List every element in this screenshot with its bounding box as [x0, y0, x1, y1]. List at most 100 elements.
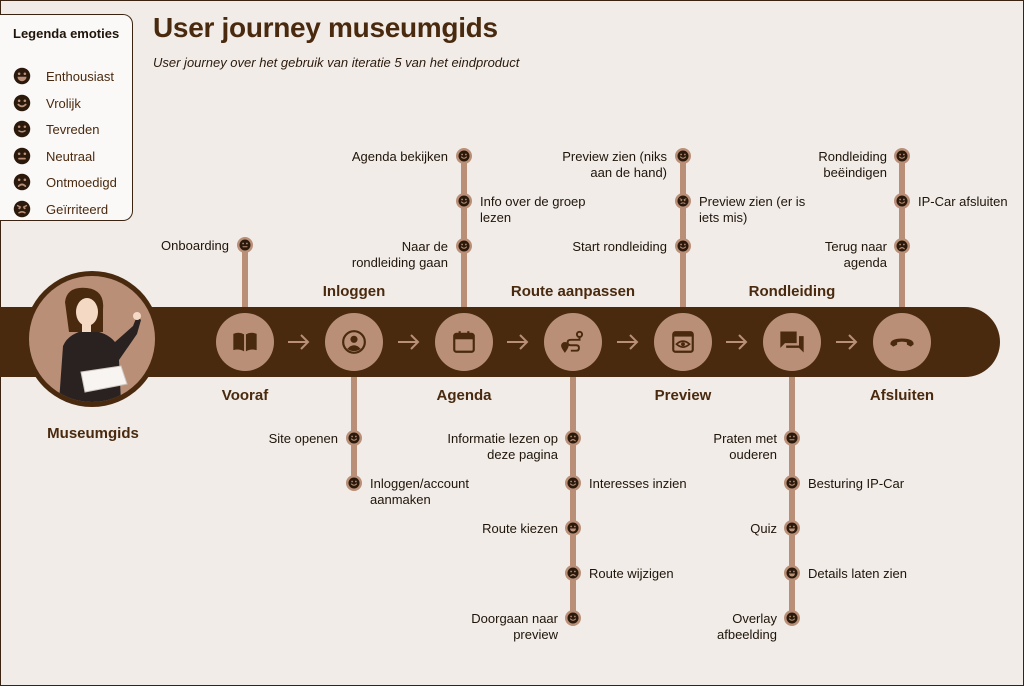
emotion-dot — [784, 565, 800, 581]
discouraged-face-icon — [13, 173, 31, 191]
neutral-face-icon — [239, 239, 251, 251]
stage-label-route: Route aanpassen — [510, 283, 636, 300]
arrow-right-icon — [398, 334, 420, 350]
arrow-right-icon — [726, 334, 748, 350]
discouraged-face-icon — [567, 567, 579, 579]
enthusiastic-face-icon — [13, 67, 31, 85]
emotion-legend: Legenda emoties Enthousiast Vrolijk Tevr… — [0, 14, 133, 221]
stem-route — [570, 365, 576, 618]
phone-hangup-icon — [890, 338, 914, 347]
emotion-dot — [565, 520, 581, 536]
legend-label: Tevreden — [46, 121, 100, 137]
satisfied-face-icon — [13, 120, 31, 138]
emotion-dot — [565, 610, 581, 626]
stem-afsluiten — [899, 156, 905, 316]
arrow-right-icon — [836, 334, 858, 350]
stage-label-afsluiten: Afsluiten — [869, 387, 935, 404]
happy-face-icon — [13, 94, 31, 112]
emotion-dot — [675, 148, 691, 164]
legend-title: Legenda emoties — [13, 26, 120, 41]
legend-item-irritated: Geïrriteerd — [13, 200, 108, 218]
step-label: Besturing IP-Car — [808, 476, 905, 491]
step-label: IP-Car afsluiten — [918, 194, 1008, 209]
stage-label-inloggen: Inloggen — [322, 283, 386, 300]
route-icon — [561, 330, 584, 353]
happy-face-icon — [896, 195, 908, 207]
stem-rondleiding — [789, 365, 795, 618]
emotion-dot — [237, 237, 253, 253]
legend-item-happy: Vrolijk — [13, 94, 81, 112]
discouraged-face-icon — [567, 432, 579, 444]
account-icon — [342, 330, 366, 354]
stage-label-preview: Preview — [654, 387, 712, 404]
step-label: Inloggen/account aanmaken — [370, 476, 470, 507]
emotion-dot — [894, 148, 910, 164]
emotion-dot — [675, 238, 691, 254]
stem-inloggen — [351, 365, 357, 483]
stem-preview — [680, 156, 686, 316]
legend-item-satisfied: Tevreden — [13, 120, 99, 138]
happy-face-icon — [786, 477, 798, 489]
persona-avatar — [29, 276, 155, 402]
step-label: Details laten zien — [808, 566, 907, 581]
stage-afsluiten-circle — [873, 313, 931, 371]
happy-face-icon — [896, 150, 908, 162]
enthusiastic-face-icon — [786, 522, 798, 534]
step-label: Info over de groep lezen — [480, 194, 586, 225]
happy-face-icon — [458, 150, 470, 162]
enthusiastic-face-icon — [567, 522, 579, 534]
chat-icon — [780, 331, 804, 353]
discouraged-face-icon — [896, 240, 908, 252]
stage-label-agenda: Agenda — [436, 387, 492, 404]
stem-agenda — [461, 156, 467, 316]
happy-face-icon — [348, 432, 360, 444]
stage-vooraf-circle — [216, 313, 274, 371]
arrow-right-icon — [288, 334, 310, 350]
stage-preview-circle — [654, 313, 712, 371]
arrow-right-icon — [507, 334, 529, 350]
step-label: Start rondleiding — [572, 239, 667, 254]
emotion-dot — [784, 430, 800, 446]
stage-label-vooraf: Vooraf — [221, 387, 269, 404]
emotion-dot — [346, 475, 362, 491]
legend-item-enthusiastic: Enthousiast — [13, 67, 114, 85]
step-label: Overlay afbeelding — [717, 611, 777, 642]
legend-label: Enthousiast — [46, 68, 114, 84]
stage-rondleiding-circle — [763, 313, 821, 371]
step-label: Informatie lezen op deze pagina — [447, 431, 558, 462]
emotion-dot — [565, 565, 581, 581]
legend-item-discouraged: Ontmoedigd — [13, 173, 117, 191]
emotion-dot — [456, 148, 472, 164]
museum-guide-illustration — [59, 287, 141, 402]
step-label: Naar de rondleiding gaan — [351, 239, 448, 270]
legend-item-neutral: Neutraal — [13, 147, 95, 165]
stem-vooraf — [242, 245, 248, 315]
happy-face-icon — [677, 150, 689, 162]
preview-icon — [672, 331, 694, 353]
page-subtitle: User journey over het gebruik van iterat… — [153, 55, 520, 70]
emotion-dot — [784, 520, 800, 536]
step-label: Interesses inzien — [589, 476, 687, 491]
emotion-dot — [894, 238, 910, 254]
step-label: Preview zien (niks aan de hand) — [562, 149, 667, 180]
neutral-face-icon — [13, 147, 31, 165]
happy-face-icon — [458, 195, 470, 207]
stage-inloggen-circle — [325, 313, 383, 371]
stage-route-circle — [544, 313, 602, 371]
step-label: Site openen — [268, 431, 338, 446]
book-icon — [233, 332, 257, 352]
emotion-dot — [784, 610, 800, 626]
stage-agenda-circle — [435, 313, 493, 371]
happy-face-icon — [458, 240, 470, 252]
emotion-dot — [456, 238, 472, 254]
step-label: Route wijzigen — [589, 566, 674, 581]
irritated-face-icon — [13, 200, 31, 218]
happy-face-icon — [567, 477, 579, 489]
enthusiastic-face-icon — [786, 567, 798, 579]
page-title: User journey museumgids — [153, 12, 498, 43]
step-label: Route kiezen — [482, 521, 558, 536]
emotion-dot — [565, 430, 581, 446]
step-label: Rondleiding beëindigen — [818, 149, 887, 180]
happy-face-icon — [786, 612, 798, 624]
persona-name: Museumgids — [47, 425, 139, 442]
